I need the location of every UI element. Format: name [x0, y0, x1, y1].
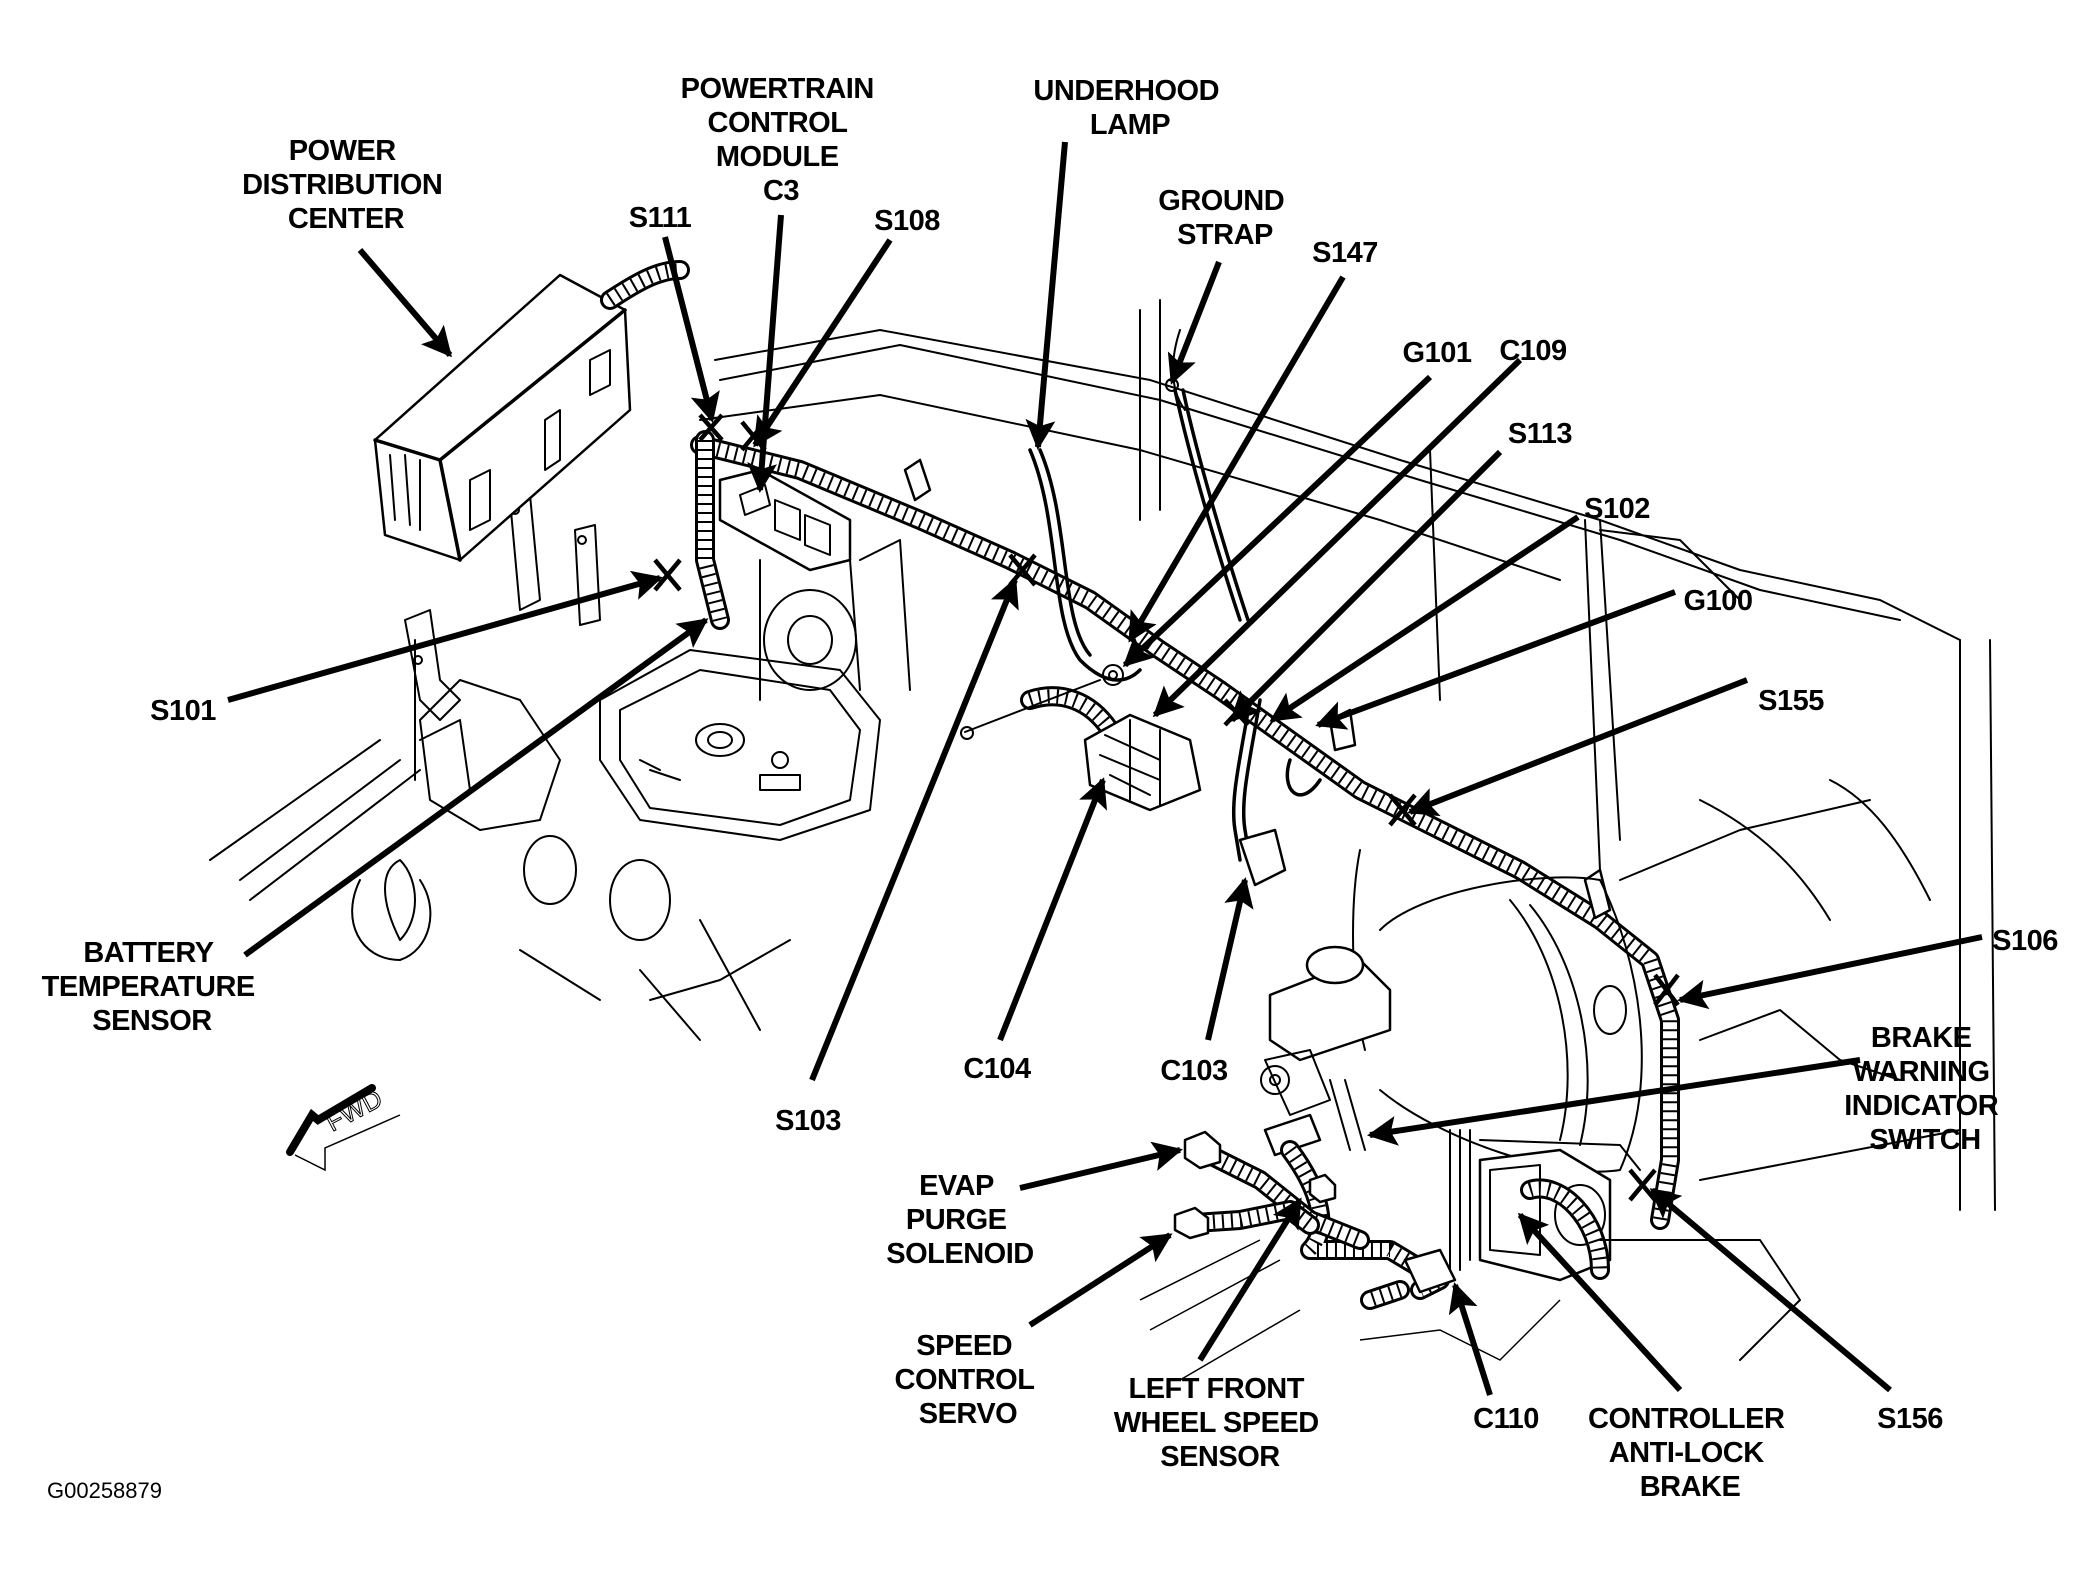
- label-s101: S101: [150, 695, 216, 727]
- label-battery-temperature-sensor: BATTERY TEMPERATURE SENSOR: [42, 937, 263, 1037]
- leader-ground-strap: [1167, 260, 1222, 385]
- leader-abs-controller: [1517, 1212, 1683, 1393]
- label-s147: S147: [1312, 237, 1378, 269]
- label-s102: S102: [1584, 493, 1650, 525]
- label-c104: C104: [963, 1053, 1031, 1085]
- label-evap-purge-solenoid: EVAP PURGE SOLENOID: [886, 1170, 1033, 1270]
- label-power-distribution-center: POWER DISTRIBUTION CENTER: [242, 135, 450, 235]
- callout-labels: POWER DISTRIBUTION CENTER POWERTRAIN CON…: [42, 73, 2059, 1503]
- fwd-arrow-icon: FWD: [286, 1083, 401, 1172]
- label-s106: S106: [1992, 925, 2058, 957]
- leader-s147: [1127, 275, 1346, 643]
- engine-compartment-illustration: [209, 260, 1996, 1381]
- leader-evap-purge-solenoid: [1019, 1141, 1183, 1191]
- label-s103: S103: [775, 1105, 841, 1137]
- leader-power-distribution-center: [357, 248, 453, 358]
- label-underhood-lamp: UNDERHOOD LAMP: [1033, 75, 1226, 141]
- leader-battery-temp-sensor: [243, 617, 709, 958]
- label-s156: S156: [1877, 1403, 1943, 1435]
- leader-s108: [752, 238, 893, 448]
- leader-underhood-lamp: [1025, 141, 1068, 450]
- cowl-panel-art: [699, 299, 1996, 1211]
- power-distribution-center-art: [373, 260, 690, 562]
- leader-s103: [809, 577, 1019, 1082]
- label-s113: S113: [1508, 418, 1572, 450]
- leader-c109: [1152, 357, 1523, 718]
- label-powertrain-control-module: POWERTRAIN CONTROL MODULE C3: [681, 73, 882, 207]
- label-s108: S108: [874, 205, 940, 237]
- label-c110: C110: [1473, 1403, 1539, 1435]
- master-cylinder-art: [1260, 945, 1392, 1157]
- label-ground-strap: GROUND STRAP: [1158, 185, 1291, 251]
- leader-s102: [1269, 514, 1580, 723]
- c104-connector-art: [960, 664, 1202, 812]
- leader-g101: [1122, 374, 1433, 668]
- leader-brake-warning-switch: [1367, 1057, 1861, 1146]
- fender-art: [1599, 799, 1961, 1361]
- leader-s113: [1229, 449, 1503, 723]
- label-c109: C109: [1499, 335, 1567, 367]
- leader-pcm-c3: [747, 214, 784, 493]
- label-c103: C103: [1160, 1055, 1228, 1087]
- label-s155: S155: [1758, 685, 1824, 717]
- leader-s106: [1677, 934, 1983, 1010]
- fwd-text: FWD: [321, 1083, 387, 1137]
- figure-id: G00258879: [47, 1478, 162, 1503]
- label-speed-control-servo: SPEED CONTROL SERVO: [895, 1330, 1042, 1430]
- label-g100: G100: [1684, 585, 1753, 617]
- leader-speed-control-servo: [1028, 1232, 1173, 1328]
- main-wiring-harness-art: [690, 378, 1680, 1230]
- leader-g100: [1315, 589, 1677, 730]
- leader-s101: [227, 570, 663, 703]
- leader-c104: [997, 777, 1108, 1042]
- label-brake-warning-indicator-switch: BRAKE WARNING INDICATOR SWITCH: [1844, 1022, 2006, 1156]
- label-g101: G101: [1403, 337, 1472, 369]
- label-controller-anti-lock-brake: CONTROLLER ANTI-LOCK BRAKE: [1588, 1403, 1792, 1503]
- leader-lf-wheel-speed-sensor: [1197, 1197, 1303, 1362]
- label-left-front-wheel-speed-sensor: LEFT FRONT WHEEL SPEED SENSOR: [1114, 1373, 1327, 1473]
- leader-s156: [1649, 1187, 1892, 1393]
- label-s111: S111: [629, 202, 692, 234]
- leader-c110: [1448, 1282, 1493, 1396]
- leader-c103: [1205, 877, 1254, 1041]
- leader-s111: [662, 236, 720, 423]
- callout-leaders: [227, 141, 1983, 1396]
- battery-tray-art: [209, 649, 881, 1041]
- leader-s155: [1407, 677, 1749, 817]
- abs-controller-art: [1449, 1129, 1641, 1282]
